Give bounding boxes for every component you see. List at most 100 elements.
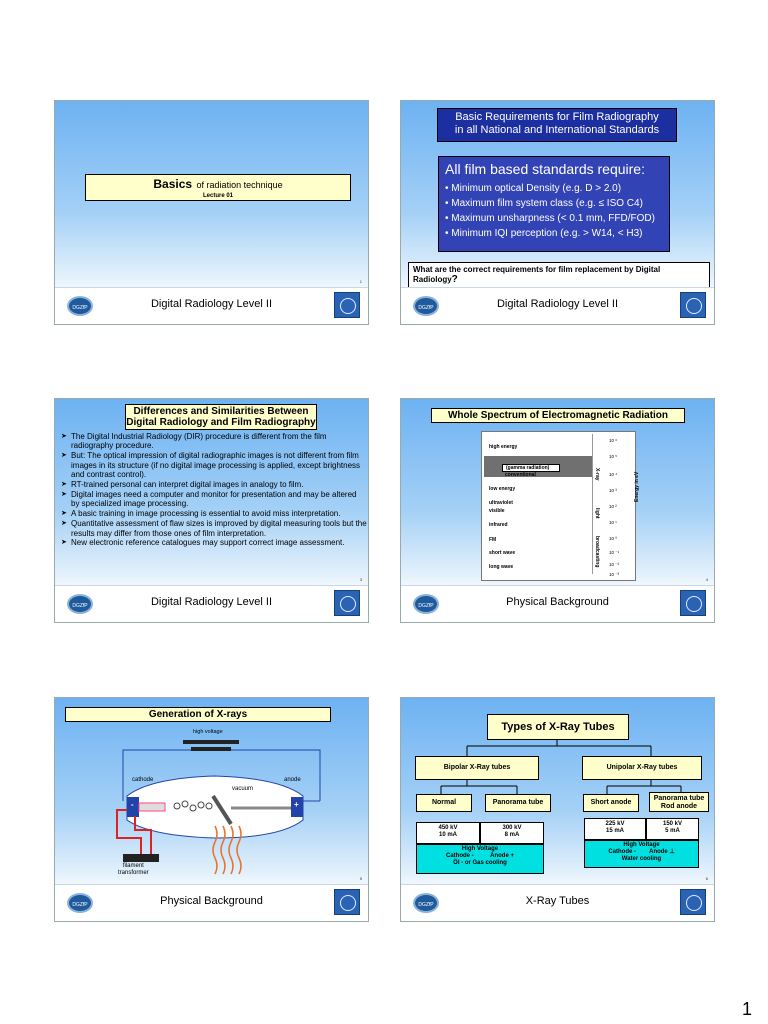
high-voltage-symbol: [183, 740, 239, 744]
slide-2: Basic Requirements for Film Radiography …: [400, 100, 715, 325]
slide-2-item: • Maximum unsharpness (< 0.1 mm, FFD/FOD…: [445, 213, 655, 224]
slide-4-title: Whole Spectrum of Electromagnetic Radiat…: [447, 410, 669, 421]
slide-2-header-line1: Basic Requirements for Film Radiography: [455, 111, 659, 123]
slide-4-footer: DGZfP Physical Background: [401, 585, 714, 622]
spectrum-row: short wave: [489, 550, 516, 556]
slide-1-page: 1: [359, 279, 362, 284]
slide-3-bullet-list: ➤The Digital Industrial Radiology (DIR) …: [61, 432, 367, 548]
slide-2-footer-text: Digital Radiology Level II: [496, 298, 619, 310]
plus-sign: +: [294, 800, 299, 809]
slide-5-footer: DGZfP Physical Background: [55, 884, 368, 921]
spectrum-exponent: 10 ⁻³: [609, 572, 620, 577]
unipolar-tubes-box: Unipolar X-Ray tubes: [582, 756, 702, 780]
slide-4-page: 4: [705, 577, 708, 582]
slide-2-item: • Maximum film system class (e.g. ≤ ISO …: [445, 198, 643, 209]
slide-2-header-line2: in all National and International Standa…: [454, 124, 660, 136]
anode-label: anode: [284, 777, 301, 783]
dgzfp-logo-icon: DGZfP: [413, 296, 439, 316]
spectrum-exponent: 10 ¹: [609, 520, 617, 525]
slide-1-footer: DGZfP Digital Radiology Level II: [55, 287, 368, 324]
spectrum-exponent: 10 ⁻²: [609, 562, 620, 567]
bipolar-tubes-box: Bipolar X-Ray tubes: [415, 756, 539, 780]
dgzfp-logo-icon: DGZfP: [413, 893, 439, 913]
slide-3-bullet: ➤Digital images need a computer and moni…: [61, 489, 357, 509]
high-voltage-symbol: [191, 747, 231, 751]
spectrum-row: conventional: [505, 472, 536, 478]
panorama-rod-anode-box: Panorama tube Rod anode: [649, 792, 709, 812]
slide-2-item: • Minimum optical Density (e.g. D > 2.0): [445, 183, 622, 194]
slide-3-title-box: Differences and Similarities Between Dig…: [125, 404, 317, 430]
tube-tree-lines: [440, 740, 682, 794]
dgzfp-logo-icon: DGZfP: [67, 296, 93, 316]
minus-sign: -: [131, 800, 134, 809]
spectrum-exponent: 10 ³: [609, 488, 617, 493]
electron: [173, 802, 181, 810]
slide-6-title: Types of X-Ray Tubes: [501, 721, 615, 733]
slide-2-requirements: All film based standards require: • Mini…: [438, 156, 670, 252]
spectrum-row: low energy: [489, 486, 516, 492]
slide-5-title-box: Generation of X-rays: [65, 707, 331, 722]
dgzfp-logo-icon: DGZfP: [67, 893, 93, 913]
dgzfp-logo-icon: DGZfP: [67, 594, 93, 614]
bipolar-cooling-box: High Voltage Cathode - Anode + Öl - or G…: [416, 844, 544, 874]
iaea-logo-icon: [334, 590, 360, 616]
spectrum-exponent: 10 ⁶: [609, 438, 618, 443]
document-page-number: 1: [741, 999, 752, 1019]
electron: [205, 802, 213, 810]
slide-3-bullet: ➤Quantitative assessment of flaw sizes i…: [61, 519, 367, 538]
slide-6-footer: DGZfP X-Ray Tubes: [401, 884, 714, 921]
spectrum-exponent: 10 ⁻¹: [609, 550, 620, 555]
band-label-light: light: [594, 508, 600, 519]
slide-5: Generation of X-rays high voltage cathod…: [54, 697, 369, 922]
slide-3-footer: DGZfP Digital Radiology Level II: [55, 585, 368, 622]
panorama-tube-box: Panorama tube: [485, 794, 551, 812]
spectrum-exponent: 10 ²: [609, 504, 617, 509]
slide-1-subtitle: Lecture 01: [202, 193, 233, 199]
iaea-logo-icon: [334, 292, 360, 318]
slide-6-page: 6: [705, 876, 708, 881]
slide-1-title-big: Basics: [153, 177, 193, 191]
slide-5-footer-text: Physical Background: [160, 895, 263, 907]
slide-6: Types of X-Ray Tubes Bipolar X-Ray tubes…: [400, 697, 715, 922]
xray-tube-diagram: [116, 740, 321, 875]
slide-5-page: 5: [359, 876, 362, 881]
slide-3-bullet: ➤A basic training in image processing is…: [61, 509, 341, 519]
spectrum-diagram: high energy (gamma radiation) convention…: [481, 431, 640, 581]
slide-6-title-box: Types of X-Ray Tubes: [487, 714, 629, 740]
transformer-icon: [123, 854, 159, 862]
slide-1-footer-text: Digital Radiology Level II: [150, 298, 273, 310]
iaea-logo-icon: [680, 590, 706, 616]
spectrum-exponent: 10 ⁰: [609, 536, 618, 541]
slide-1: Basics of radiation technique Lecture 01…: [54, 100, 369, 325]
spectrum-row: long wave: [489, 564, 514, 570]
xray-wave: [220, 825, 226, 875]
band-label-broadcasting: broadcasting: [594, 536, 600, 568]
high-voltage-label: high voltage: [193, 729, 223, 735]
xray-wave: [236, 825, 242, 875]
spectrum-row: visible: [489, 508, 505, 514]
iaea-logo-icon: [680, 889, 706, 915]
filament-wire: [134, 816, 152, 854]
unipolar-cooling-box: High Voltage Cathode - Anode ⊥ Water coo…: [584, 840, 699, 868]
spectrum-row: ultraviolet: [489, 500, 513, 506]
slide-4-footer-text: Physical Background: [506, 596, 609, 608]
slide-2-item: • Minimum IQI perception (e.g. > W14, < …: [445, 228, 643, 239]
slide-2-header: Basic Requirements for Film Radiography …: [437, 108, 677, 142]
dgzfp-logo-icon: DGZfP: [413, 594, 439, 614]
filament-wire: [116, 809, 142, 854]
slide-1-title-rest: of radiation technique: [196, 180, 283, 190]
xray-wave: [212, 825, 218, 875]
slide-3-title-line1: Differences and Similarities Between: [133, 406, 309, 417]
slide-3: Differences and Similarities Between Dig…: [54, 398, 369, 623]
iaea-logo-icon: [680, 292, 706, 318]
cathode-label: cathode: [132, 777, 154, 783]
slide-6-footer-text: X-Ray Tubes: [525, 895, 590, 907]
short-anode-box: Short anode: [583, 794, 639, 812]
slide-4-title-box: Whole Spectrum of Electromagnetic Radiat…: [431, 408, 685, 423]
band-label-xray: X-ray: [594, 468, 600, 481]
slide-2-question: What are the correct requirements for fi…: [408, 262, 710, 288]
cathode-block: [127, 797, 139, 817]
